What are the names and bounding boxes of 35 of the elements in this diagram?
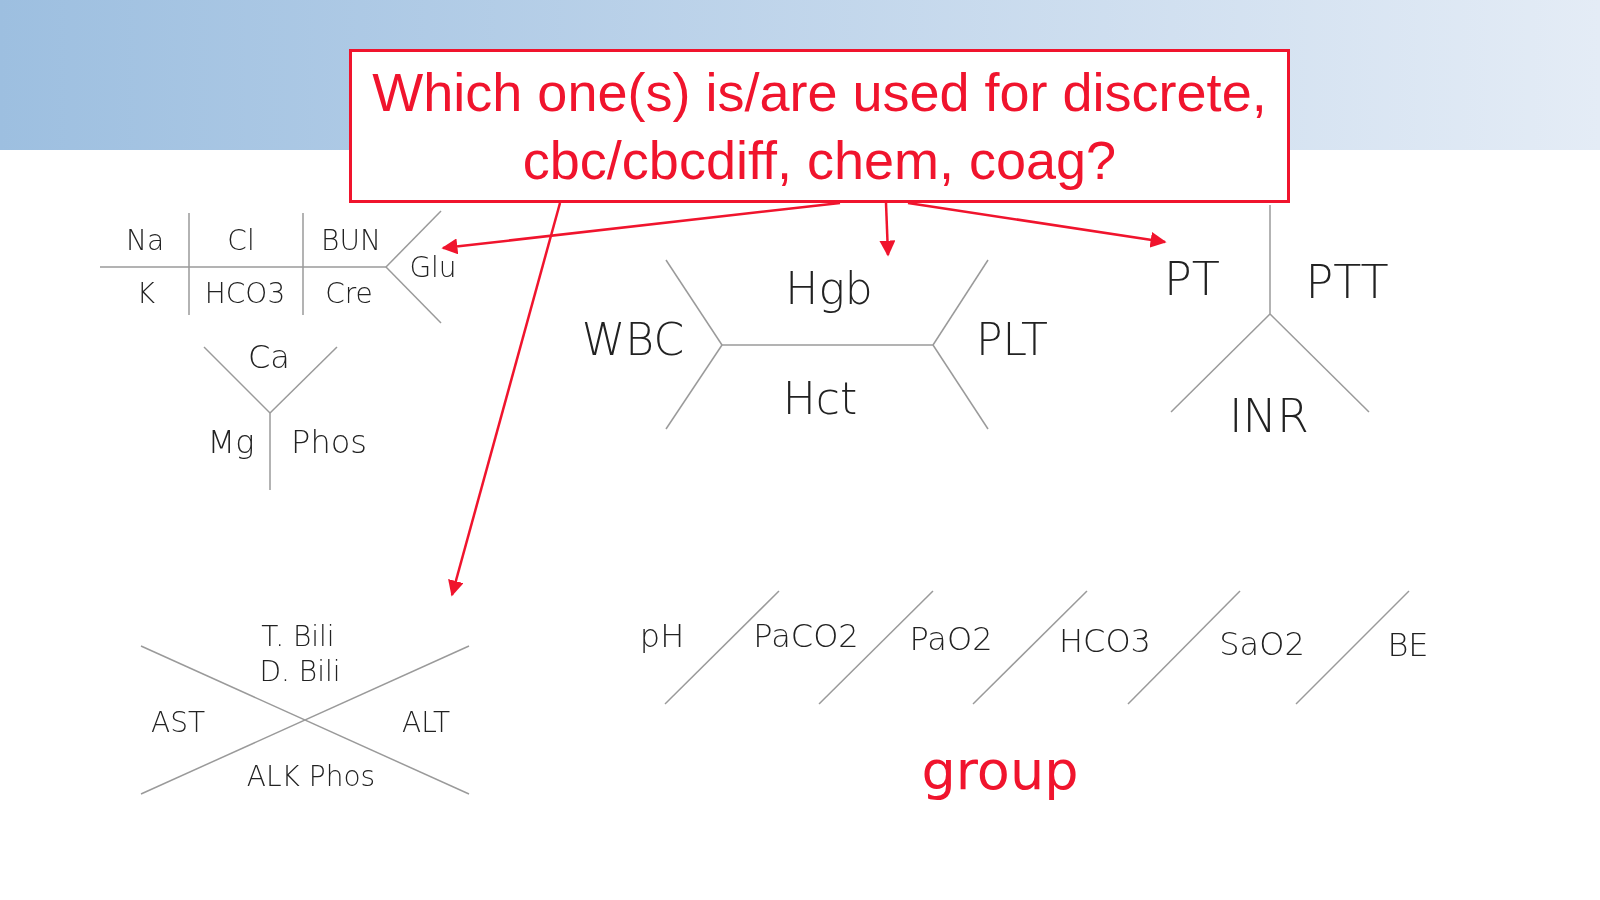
arrow	[441, 201, 841, 255]
lab-value-label: Hct	[782, 372, 858, 424]
arrow	[448, 202, 562, 597]
lab-value-label: BE	[1387, 626, 1429, 664]
note-text: group	[921, 738, 1079, 802]
lab-value-label: T. Bili	[261, 619, 335, 653]
question-text: Which one(s) is/are used for discrete, cbc/cbcdiff, chem, coag?	[371, 61, 1268, 192]
lab-value-label: PLT	[976, 313, 1048, 365]
lab-value-label: PaCO2	[753, 617, 859, 655]
lab-value-label: ALK Phos	[246, 759, 376, 793]
lab-value-label: PT	[1164, 252, 1220, 306]
lab-value-label: Ca	[248, 338, 290, 376]
lab-value-label: Glu	[409, 250, 457, 284]
lab-value-label: HCO3	[1059, 622, 1151, 660]
arrow	[879, 202, 896, 257]
lab-value-label: INR	[1229, 389, 1309, 443]
lab-value-label: ALT	[402, 705, 450, 739]
lab-value-label: SaO2	[1219, 625, 1305, 663]
lab-value-label: HCO3	[204, 276, 286, 310]
lab-value-label: PTT	[1305, 255, 1389, 309]
lab-value-label: BUN	[321, 223, 381, 257]
lab-value-label: Phos	[291, 423, 367, 461]
lab-value-label: K	[136, 276, 156, 310]
lab-value-label: WBC	[581, 313, 685, 365]
lab-value-label: Hgb	[785, 262, 873, 314]
lab-value-label: Na	[125, 223, 165, 257]
lab-value-label: D. Bili	[259, 654, 341, 688]
lab-value-label: Mg	[207, 423, 255, 461]
lab-value-label: pH	[639, 617, 685, 655]
lab-value-label: Cre	[325, 276, 373, 310]
lab-value-label: Cl	[227, 223, 255, 257]
question-box	[349, 49, 1290, 203]
lab-value-label: PaO2	[909, 620, 993, 658]
arrow	[907, 201, 1167, 248]
lab-value-label: AST	[151, 705, 205, 739]
